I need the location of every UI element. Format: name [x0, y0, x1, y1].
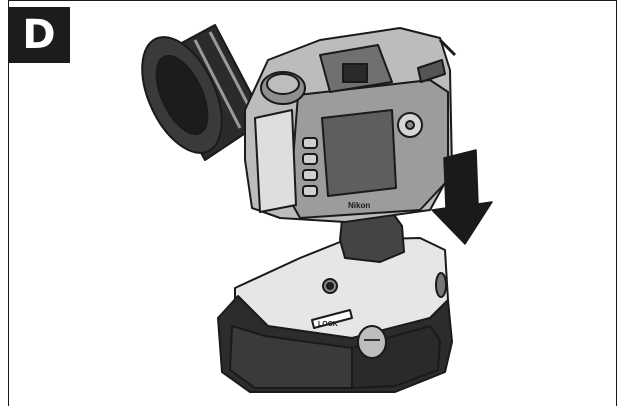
- step-badge: D: [8, 7, 70, 63]
- camera-brand-label: Nikon: [348, 201, 370, 210]
- grip-lock-label: LOCK: [318, 321, 338, 328]
- camera-body: [141, 24, 457, 223]
- arrow-down-icon: [431, 149, 493, 245]
- battery-grip: [217, 211, 453, 393]
- step-letter: D: [22, 12, 56, 58]
